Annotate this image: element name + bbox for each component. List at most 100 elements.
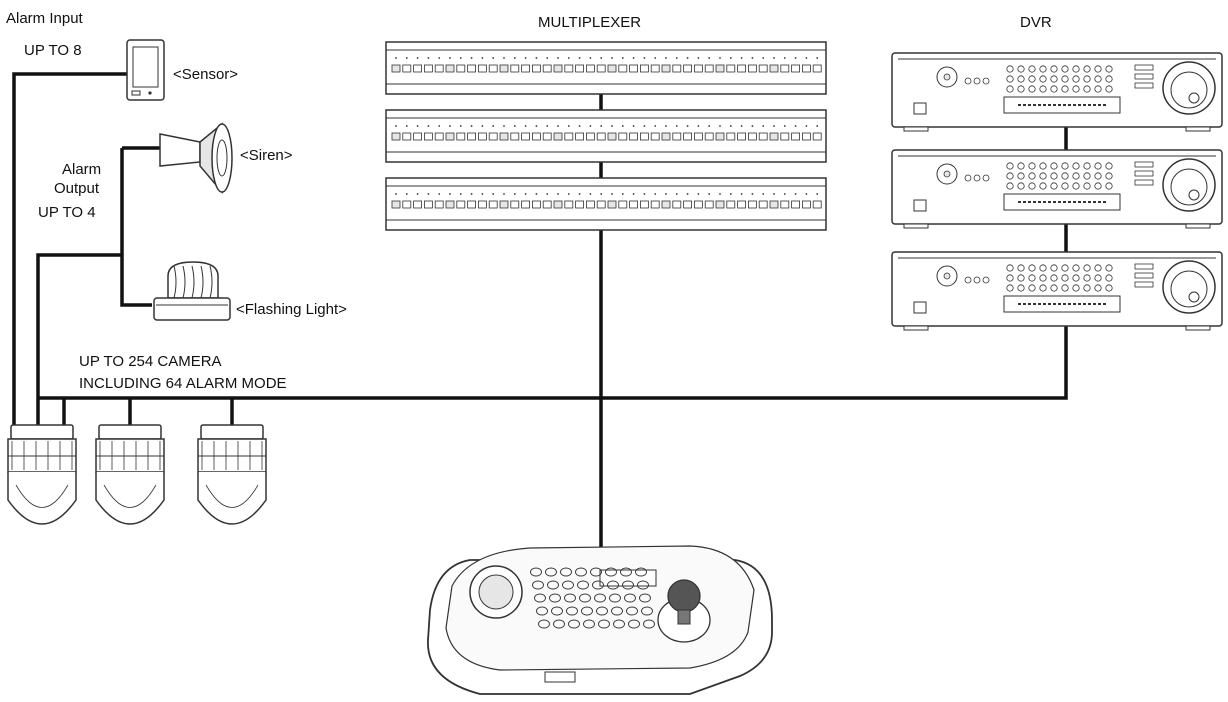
multiplexer-button — [499, 64, 509, 73]
multiplexer-led — [449, 193, 451, 195]
multiplexer-button — [704, 200, 714, 209]
multiplexer-button — [532, 132, 541, 141]
multiplexer-led — [654, 57, 657, 59]
multiplexer-led — [697, 57, 700, 59]
multiplexer-led — [686, 125, 689, 127]
multiplexer-button — [391, 132, 401, 141]
multiplexer-button — [726, 132, 736, 141]
multiplexer-led — [762, 57, 765, 59]
multiplexer-button — [791, 132, 800, 141]
dvr-channel-button — [1061, 182, 1069, 190]
dvr-channel-button — [1017, 274, 1025, 282]
keyboard-key — [622, 580, 634, 590]
multiplexer-led — [611, 125, 613, 127]
light-stripe — [209, 265, 213, 299]
keyboard-key — [532, 580, 544, 590]
multiplexer-button — [445, 64, 455, 73]
dvr-unit — [891, 149, 1223, 229]
dvr-power-button — [913, 199, 927, 212]
keyboard-key — [566, 606, 578, 616]
multiplexer-button — [726, 200, 736, 209]
keyboard-key — [549, 593, 561, 603]
dvr-channel-button — [1017, 182, 1025, 190]
dvr-jog-dial — [1162, 158, 1216, 212]
dvr-small-button — [973, 276, 981, 284]
dvr-channel-button — [1006, 65, 1014, 73]
multiplexer-led — [546, 125, 549, 127]
dvr-foot — [1185, 126, 1211, 132]
dvr-channel-button — [1017, 75, 1025, 83]
keyboard-key — [536, 606, 548, 616]
camera-mount — [98, 424, 162, 440]
multiplexer-led — [751, 57, 754, 59]
multiplexer-button — [477, 132, 487, 141]
siren-device — [159, 122, 233, 195]
multiplexer-led — [524, 125, 527, 127]
multiplexer-led — [794, 125, 797, 127]
dvr-channel-button — [1083, 264, 1091, 272]
dvr-label: DVR — [1020, 14, 1052, 31]
multiplexer-unit — [385, 177, 827, 231]
multiplexer-led — [481, 193, 484, 195]
multiplexer-button — [661, 64, 671, 73]
multiplexer-led — [405, 125, 408, 127]
dvr-channel-button — [1072, 162, 1080, 170]
multiplexer-button — [791, 64, 800, 73]
multiplexer-led — [762, 125, 765, 127]
multiplexer-button — [413, 200, 423, 209]
keyboard-key — [628, 619, 640, 629]
dvr-channel-button — [1039, 162, 1047, 170]
keyboard-key — [581, 606, 593, 616]
dvr-channel-button — [1017, 65, 1025, 73]
multiplexer-button — [737, 64, 746, 73]
dvr-channel-button — [1105, 162, 1113, 170]
multiplexer-led — [557, 193, 559, 195]
multiplexer-button — [650, 200, 660, 209]
dvr-display — [1003, 295, 1121, 313]
multiplexer-button — [413, 132, 423, 141]
alarm-output-label-line2: Output — [54, 180, 100, 197]
keyboard-key — [575, 567, 587, 577]
alarm-mode-label: INCLUDING 64 ALARM MODE — [79, 375, 287, 392]
dvr-channel-button — [1050, 264, 1058, 272]
dvr-channel-button — [1006, 162, 1014, 170]
dvr-channel-button — [1006, 274, 1014, 282]
siren-light-wire — [120, 148, 152, 307]
multiplexer-button — [758, 200, 768, 209]
multiplexer-button — [575, 200, 584, 209]
multiplexer-led — [611, 193, 613, 195]
multiplexer-led — [459, 193, 462, 195]
multiplexer-button — [791, 200, 800, 209]
keyboard-label-plate — [544, 671, 576, 683]
multiplexer-led — [449, 57, 451, 59]
multiplexer-button — [607, 64, 617, 73]
dvr-channel-button — [1083, 284, 1091, 292]
multiplexer-button — [445, 200, 455, 209]
sensor-window — [132, 46, 159, 88]
dvr-channel-button — [1028, 264, 1036, 272]
multiplexer-led — [729, 57, 732, 59]
multiplexer-led — [405, 193, 408, 195]
dvr-channel-button — [1083, 162, 1091, 170]
multiplexer-led — [567, 57, 570, 59]
camera-dome — [197, 472, 267, 525]
multiplexer-button — [586, 64, 595, 73]
dvr-channel-button — [1006, 75, 1014, 83]
multiplexer-button — [402, 64, 412, 73]
dvr-channel-button — [1017, 85, 1025, 93]
multiplexer-led — [459, 125, 462, 127]
dvr-channel-button — [1006, 85, 1014, 93]
multiplexer-led — [708, 57, 711, 59]
multiplexer-button — [618, 132, 628, 141]
dvr-small-button — [982, 276, 990, 284]
multiplexer-button — [802, 64, 811, 73]
multiplexer-led — [697, 193, 700, 195]
keyboard-key — [562, 580, 574, 590]
dvr-jog-center — [943, 73, 951, 81]
light-stripe — [200, 265, 204, 299]
dvr-channel-button — [1083, 85, 1091, 93]
dvr-channel-button — [1094, 65, 1102, 73]
camera-mount — [200, 424, 264, 440]
sensor-label: <Sensor> — [173, 66, 239, 83]
